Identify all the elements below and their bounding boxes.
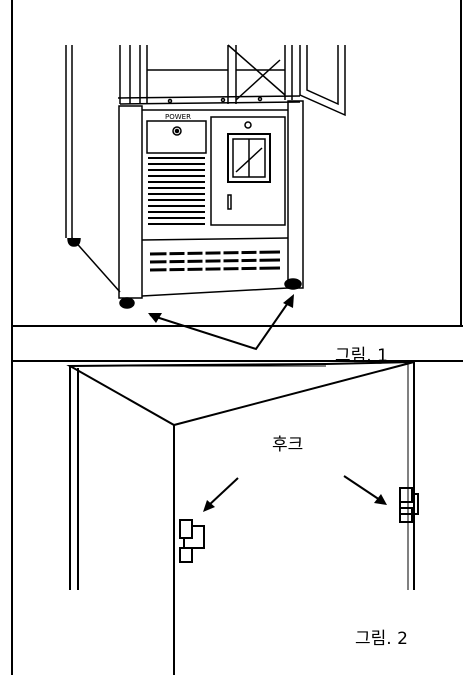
front-right-foot <box>284 278 302 290</box>
page-frame <box>11 0 463 675</box>
figure-2-caption: 그림. 2 <box>355 629 408 649</box>
hook-label: 후크 <box>272 435 304 455</box>
left-hook-icon <box>179 519 205 563</box>
hook-right-arrow <box>343 475 381 501</box>
refrigerator-figure <box>65 44 346 351</box>
front-left-foot <box>119 297 135 309</box>
power-label: POWER <box>165 113 191 121</box>
foot-pointer-arrow <box>149 296 293 351</box>
figure-1-caption: 그림. 1 <box>335 346 388 366</box>
right-hook-icon <box>399 487 419 523</box>
vent-grille <box>148 157 205 225</box>
cabinet-figure <box>66 361 419 675</box>
hook-left-arrow <box>207 477 239 507</box>
